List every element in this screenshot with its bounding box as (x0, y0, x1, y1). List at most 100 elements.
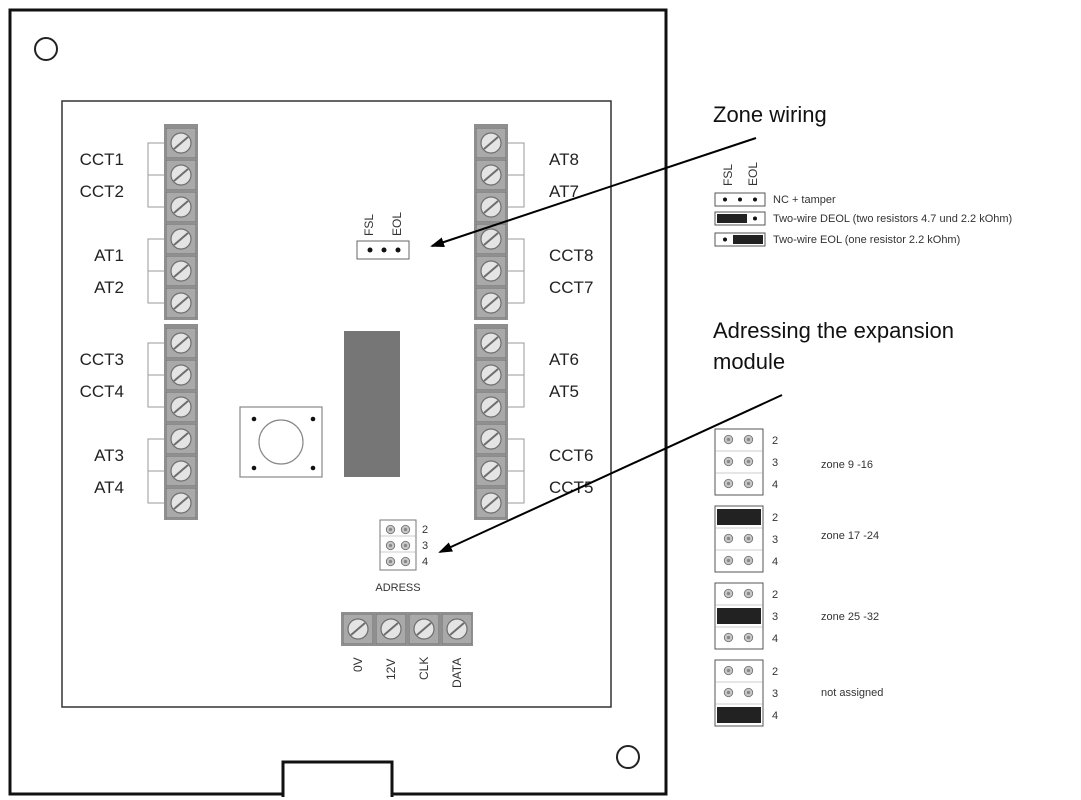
terminal-label-at1: AT1 (94, 246, 124, 265)
terminal-screw (476, 328, 506, 358)
bus-label-data: DATA (450, 658, 464, 688)
terminal-label-at8: AT8 (549, 150, 579, 169)
tamper-switch-pin (310, 465, 316, 471)
terminal-screw (166, 360, 196, 390)
legend-text-eol: Two-wire EOL (one resistor 2.2 kOhm) (773, 234, 960, 246)
terminal-label-at3: AT3 (94, 446, 124, 465)
address-legend-not-assigned (714, 659, 764, 727)
address-pin-label-2: 2 (422, 524, 428, 536)
legend-header-eol: EOL (746, 162, 760, 186)
terminal-screw (166, 488, 196, 518)
terminal-screw (476, 424, 506, 454)
jumper-cap (717, 214, 747, 223)
bus-terminal-screw (343, 614, 373, 644)
address-pin (385, 524, 396, 535)
address-legend-label-zone-17-24: zone 17 -24 (821, 530, 879, 542)
address-legend-pin-4: 4 (772, 633, 778, 645)
bus-label-12v: 12V (384, 659, 398, 680)
terminal-label-at5: AT5 (549, 382, 579, 401)
addressing-arrow (438, 394, 783, 553)
terminal-screw (476, 256, 506, 286)
address-legend-label-zone-25-32: zone 25 -32 (821, 611, 879, 623)
addressing-title-line2: module (713, 349, 785, 374)
jumper-pin (381, 247, 387, 253)
terminal-screw (166, 192, 196, 222)
bus-label-0v: 0V (351, 657, 365, 672)
jumper-pin (367, 247, 373, 253)
terminal-screw (166, 392, 196, 422)
address-legend-pin-3: 3 (772, 611, 778, 623)
terminal-screw (476, 392, 506, 422)
terminal-label-cct7: CCT7 (549, 278, 593, 297)
mounting-hole-top-left (34, 37, 58, 61)
address-legend-pin-2: 2 (772, 589, 778, 601)
address-pin-label-4: 4 (422, 556, 428, 568)
address-legend-zone-17-24 (714, 505, 764, 573)
tamper-switch-pin (251, 465, 257, 471)
right-resistor-brackets (508, 142, 525, 504)
terminal-screw (476, 360, 506, 390)
terminal-screw (166, 424, 196, 454)
board-address-jumper (379, 519, 417, 571)
terminal-screw (166, 128, 196, 158)
address-label: ADRESS (375, 582, 420, 594)
jumper-pin (738, 197, 742, 202)
address-legend-label-zone-9-16: zone 9 -16 (821, 459, 873, 471)
legend-text-deol: Two-wire DEOL (two resistors 4.7 und 2.2… (773, 213, 1012, 225)
jumper-pin (723, 237, 727, 242)
address-legend-pin-4: 4 (772, 710, 778, 722)
terminal-label-cct5: CCT5 (549, 478, 593, 497)
terminal-screw (166, 256, 196, 286)
terminal-label-cct8: CCT8 (549, 246, 593, 265)
terminal-label-cct3: CCT3 (80, 350, 124, 369)
terminal-label-cct2: CCT2 (80, 182, 124, 201)
tamper-switch-knob (258, 419, 304, 465)
pcb-board (61, 100, 612, 708)
address-legend-pin-2: 2 (772, 666, 778, 678)
legend-text-nc-tamper: NC + tamper (773, 194, 836, 206)
jumper-pin (723, 197, 727, 202)
terminal-screw (166, 328, 196, 358)
address-legend-label-not-assigned: not assigned (821, 687, 883, 699)
bus-terminal-screw (409, 614, 439, 644)
address-legend-zone-25-32 (714, 582, 764, 650)
jumper-cap (733, 235, 763, 244)
zone-wiring-title: Zone wiring (713, 102, 827, 127)
terminal-label-cct6: CCT6 (549, 446, 593, 465)
board-jumper-label-fsl: FSL (362, 214, 376, 236)
terminal-screw (476, 192, 506, 222)
terminal-screw (476, 288, 506, 318)
bus-terminal-screw (442, 614, 472, 644)
terminal-screw (166, 456, 196, 486)
housing-notch (281, 760, 394, 797)
terminal-screw (476, 128, 506, 158)
mounting-hole-bottom-right (616, 745, 640, 769)
terminal-screw (166, 160, 196, 190)
address-pin (385, 540, 396, 551)
address-pin (400, 556, 411, 567)
jumper-pin (753, 216, 757, 221)
terminal-label-cct4: CCT4 (80, 382, 124, 401)
terminal-label-at4: AT4 (94, 478, 124, 497)
jumper-pin (395, 247, 401, 253)
addressing-title-line1: Adressing the expansion (713, 318, 954, 343)
terminal-screw (166, 288, 196, 318)
ic-chip (344, 331, 400, 477)
address-pin (400, 524, 411, 535)
address-legend-pin-4: 4 (772, 479, 778, 491)
address-legend-pin-2: 2 (772, 435, 778, 447)
terminal-label-cct1: CCT1 (80, 150, 124, 169)
terminal-screw (476, 160, 506, 190)
terminal-screw (476, 224, 506, 254)
terminal-screw (476, 488, 506, 518)
tamper-switch-pin (310, 416, 316, 422)
terminal-screw (166, 224, 196, 254)
terminal-label-at7: AT7 (549, 182, 579, 201)
address-legend-zone-9-16 (714, 428, 764, 496)
address-pin-label-3: 3 (422, 540, 428, 552)
board-jumper-label-eol: EOL (390, 212, 404, 236)
address-legend-pin-3: 3 (772, 534, 778, 546)
tamper-switch-pin (251, 416, 257, 422)
terminal-label-at6: AT6 (549, 350, 579, 369)
legend-header-fsl: FSL (721, 164, 735, 186)
